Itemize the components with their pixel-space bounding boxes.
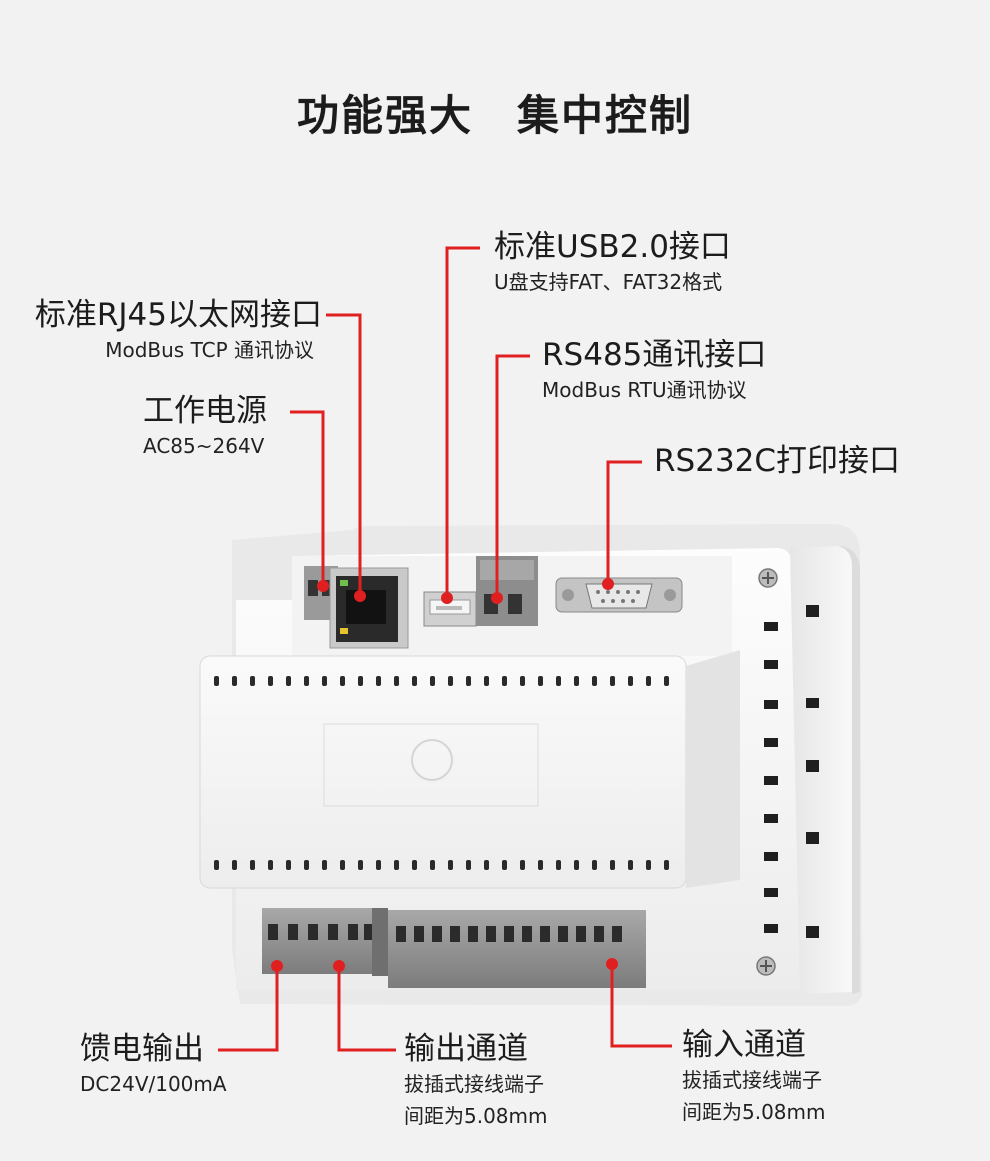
line-rs232 bbox=[606, 460, 642, 584]
title-part-1: 功能强大 bbox=[296, 91, 473, 140]
screw-top bbox=[758, 568, 778, 588]
callout-input-desc-2: 间距为5.08mm bbox=[682, 1100, 826, 1124]
callout-input: 输入通道 拔插式接线端子 间距为5.08mm bbox=[682, 1026, 826, 1128]
callout-usb-title: 标准USB2.0接口 bbox=[494, 229, 731, 265]
terminal-block-right bbox=[388, 910, 646, 988]
callout-power-title: 工作电源 bbox=[143, 393, 267, 429]
line-output bbox=[337, 966, 396, 1052]
callout-lines bbox=[218, 246, 672, 1052]
callout-rj45-title: 标准RJ45以太网接口 bbox=[34, 297, 322, 333]
line-rj45 bbox=[326, 313, 362, 596]
callout-output-desc-1: 拔插式接线端子 bbox=[404, 1072, 544, 1096]
page-title: 功能强大集中控制 bbox=[0, 82, 990, 143]
vent-holes-bottom bbox=[214, 860, 669, 870]
terminal-block-left bbox=[262, 908, 388, 976]
line-input bbox=[610, 964, 672, 1048]
callout-feed-desc: DC24V/100mA bbox=[80, 1072, 227, 1096]
callout-output-desc-2: 间距为5.08mm bbox=[404, 1104, 548, 1128]
callout-input-title: 输入通道 bbox=[682, 1027, 806, 1063]
callout-usb: 标准USB2.0接口 U盘支持FAT、FAT32格式 bbox=[494, 228, 731, 298]
callout-power: 工作电源 AC85~264V bbox=[143, 392, 267, 462]
title-part-2: 集中控制 bbox=[517, 91, 694, 140]
vent-holes-top bbox=[214, 676, 669, 686]
vent-slots-right bbox=[764, 605, 819, 938]
callout-feed-title: 馈电输出 bbox=[80, 1031, 204, 1067]
callout-dots bbox=[271, 578, 618, 972]
rj45-port bbox=[329, 567, 409, 649]
callout-usb-desc: U盘支持FAT、FAT32格式 bbox=[494, 270, 723, 294]
callout-rs485: RS485通讯接口 ModBus RTU通讯协议 bbox=[542, 336, 766, 406]
callout-output-title: 输出通道 bbox=[404, 1031, 528, 1067]
callout-rs232: RS232C打印接口 bbox=[654, 442, 900, 480]
callout-rj45-desc: ModBus TCP 通讯协议 bbox=[105, 338, 314, 362]
callout-power-desc: AC85~264V bbox=[143, 434, 265, 458]
line-usb bbox=[445, 246, 480, 598]
line-rs485 bbox=[495, 354, 530, 598]
callout-rs485-desc: ModBus RTU通讯协议 bbox=[542, 378, 747, 402]
screw-bottom bbox=[756, 956, 776, 976]
callout-rs485-title: RS485通讯接口 bbox=[542, 337, 767, 373]
line-feed bbox=[218, 966, 279, 1052]
callout-feed: 馈电输出 DC24V/100mA bbox=[80, 1030, 227, 1100]
module-box bbox=[199, 650, 740, 889]
line-power bbox=[290, 410, 325, 586]
callout-output: 输出通道 拔插式接线端子 间距为5.08mm bbox=[404, 1030, 548, 1132]
rs485-terminal bbox=[476, 556, 538, 626]
callout-rs232-title: RS232C打印接口 bbox=[654, 443, 901, 479]
callout-rj45: 标准RJ45以太网接口 ModBus TCP 通讯协议 bbox=[35, 296, 322, 366]
rs232-db9-port bbox=[555, 577, 683, 613]
callout-input-desc-1: 拔插式接线端子 bbox=[682, 1068, 822, 1092]
